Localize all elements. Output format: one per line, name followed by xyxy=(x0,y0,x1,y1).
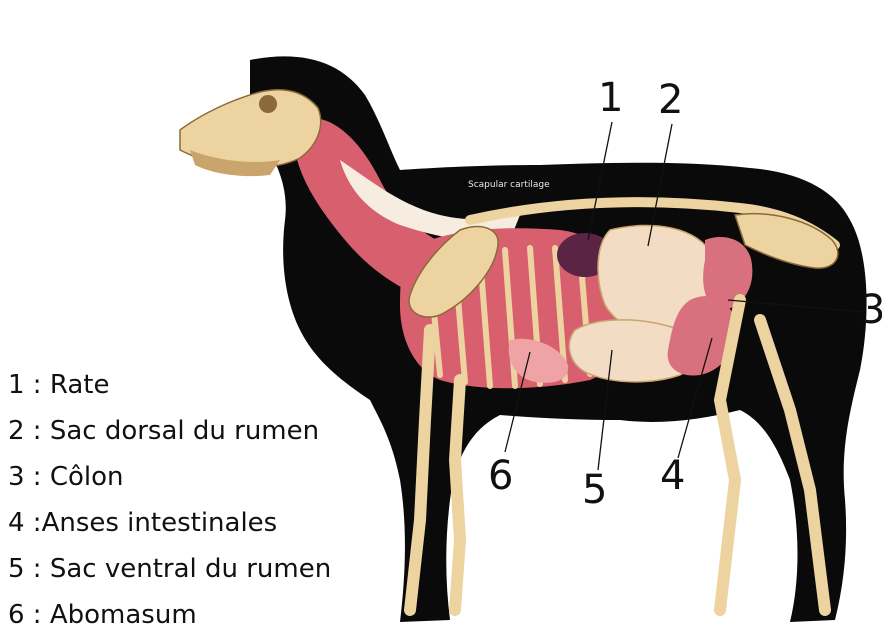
callout-1: 1 xyxy=(598,78,623,118)
legend: 1 : Rate 2 : Sac dorsal du rumen 3 : Côl… xyxy=(8,362,331,638)
callout-2: 2 xyxy=(658,80,683,120)
callout-6: 6 xyxy=(488,456,513,496)
callout-4: 4 xyxy=(660,456,685,496)
legend-item-rate: 1 : Rate xyxy=(8,362,331,408)
eye-orbit xyxy=(259,95,277,113)
legend-item-abomasum: 6 : Abomasum xyxy=(8,592,331,638)
legend-item-anses: 4 :Anses intestinales xyxy=(8,500,331,546)
scapular-cartilage-caption: Scapular cartilage xyxy=(468,180,550,190)
legend-item-colon: 3 : Côlon xyxy=(8,454,331,500)
callout-5: 5 xyxy=(582,470,607,510)
callout-3: 3 xyxy=(860,290,882,330)
legend-item-sac-ventral: 5 : Sac ventral du rumen xyxy=(8,546,331,592)
legend-item-sac-dorsal: 2 : Sac dorsal du rumen xyxy=(8,408,331,454)
